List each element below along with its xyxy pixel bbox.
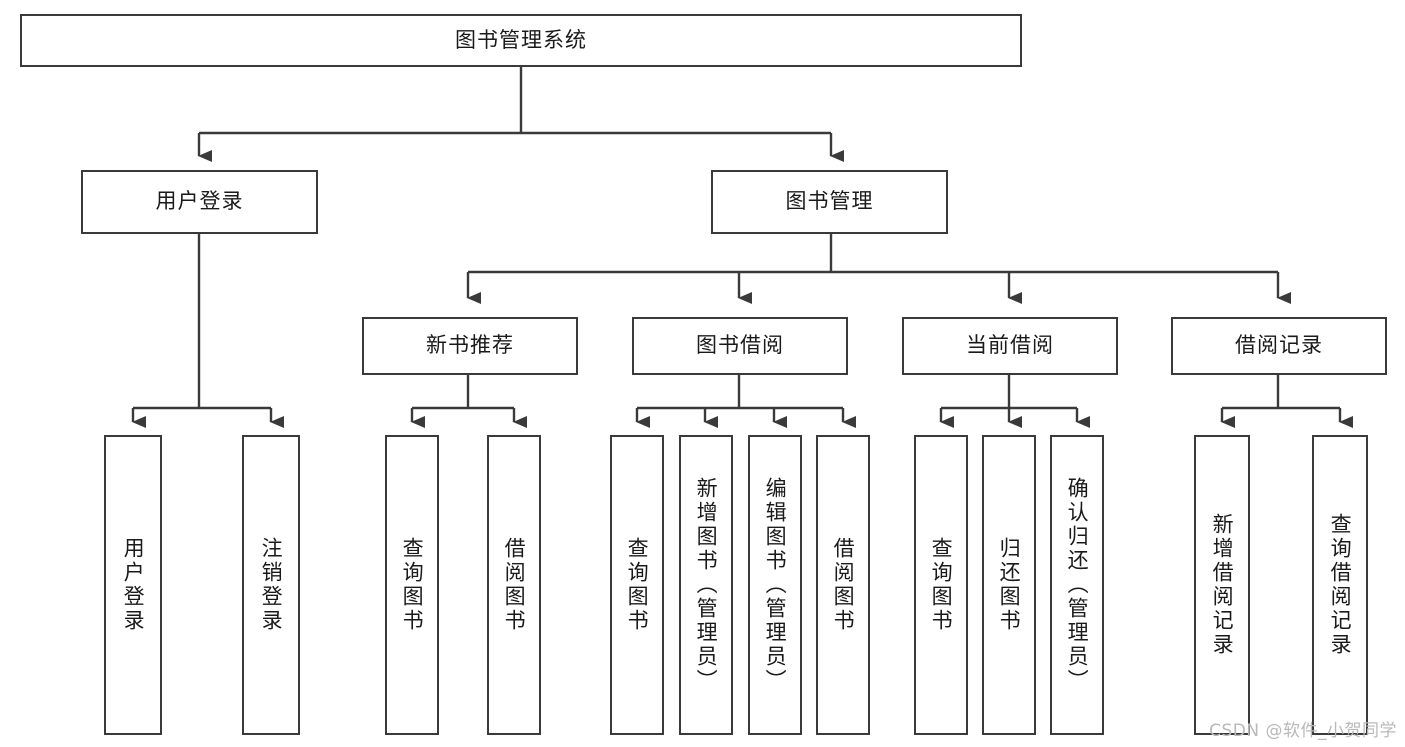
node-borrow-record-label: 借阅记录 — [1235, 333, 1323, 358]
node-leaf-add-borrow-record-label: 新增借阅记录 — [1210, 513, 1235, 657]
node-leaf-add-book-admin[interactable]: 新增图书（管理员） — [679, 435, 733, 735]
node-leaf-user-login[interactable]: 用户登录 — [104, 435, 162, 735]
node-current-borrow[interactable]: 当前借阅 — [902, 317, 1118, 375]
node-book-borrow[interactable]: 图书借阅 — [632, 317, 848, 375]
node-leaf-add-borrow-record[interactable]: 新增借阅记录 — [1194, 435, 1250, 735]
node-book-management-label: 图书管理 — [785, 189, 874, 214]
node-leaf-logout-label: 注销登录 — [259, 537, 284, 633]
node-user-login-label: 用户登录 — [155, 189, 244, 214]
node-leaf-add-book-admin-label: 新增图书（管理员） — [694, 477, 719, 693]
node-leaf-confirm-return-admin[interactable]: 确认归还（管理员） — [1050, 435, 1104, 735]
node-leaf-edit-book-admin[interactable]: 编辑图书（管理员） — [748, 435, 802, 735]
node-book-management[interactable]: 图书管理 — [711, 170, 948, 234]
node-new-book-recommend[interactable]: 新书推荐 — [362, 317, 578, 375]
node-leaf-query-book-1[interactable]: 查询图书 — [385, 435, 439, 735]
node-leaf-borrow-book-2[interactable]: 借阅图书 — [816, 435, 870, 735]
node-leaf-query-borrow-record-label: 查询借阅记录 — [1328, 513, 1353, 657]
node-leaf-query-book-3[interactable]: 查询图书 — [914, 435, 968, 735]
node-leaf-confirm-return-admin-label: 确认归还（管理员） — [1065, 477, 1090, 693]
node-borrow-record[interactable]: 借阅记录 — [1171, 317, 1387, 375]
node-leaf-query-book-2-label: 查询图书 — [625, 537, 650, 633]
node-root-label: 图书管理系统 — [455, 27, 587, 52]
node-leaf-logout[interactable]: 注销登录 — [242, 435, 300, 735]
node-leaf-return-book[interactable]: 归还图书 — [982, 435, 1036, 735]
node-leaf-user-login-label: 用户登录 — [121, 537, 146, 633]
node-root[interactable]: 图书管理系统 — [20, 14, 1022, 67]
node-leaf-edit-book-admin-label: 编辑图书（管理员） — [763, 477, 788, 693]
node-user-login[interactable]: 用户登录 — [81, 170, 318, 234]
node-leaf-borrow-book-2-label: 借阅图书 — [831, 537, 856, 633]
node-book-borrow-label: 图书借阅 — [696, 333, 784, 358]
node-current-borrow-label: 当前借阅 — [966, 333, 1054, 358]
node-leaf-query-book-3-label: 查询图书 — [929, 537, 954, 633]
watermark: CSDN @软件_小贺同学 — [1209, 721, 1397, 741]
node-leaf-query-book-2[interactable]: 查询图书 — [610, 435, 664, 735]
node-leaf-query-book-1-label: 查询图书 — [400, 537, 425, 633]
node-leaf-borrow-book-1[interactable]: 借阅图书 — [487, 435, 541, 735]
node-leaf-query-borrow-record[interactable]: 查询借阅记录 — [1312, 435, 1368, 735]
node-leaf-borrow-book-1-label: 借阅图书 — [502, 537, 527, 633]
node-leaf-return-book-label: 归还图书 — [997, 537, 1022, 633]
node-new-book-recommend-label: 新书推荐 — [426, 333, 514, 358]
